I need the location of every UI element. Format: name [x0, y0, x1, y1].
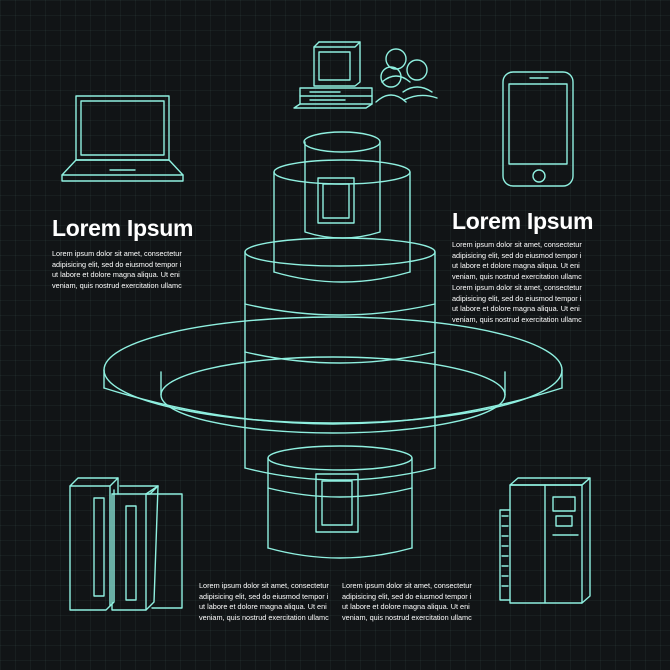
- bottom-paragraph-line: Lorem ipsum dolor sit amet, consectetur: [342, 581, 472, 590]
- bottom-paragraph-line: ut labore et dolore magna aliqua. Ut eni: [199, 602, 327, 612]
- bottom-paragraph-line: ut labore et dolore magna aliqua. Ut eni: [342, 602, 470, 612]
- bottom-paragraph-line: veniam, quis nostrud exercitation ullamc: [199, 612, 329, 622]
- left-paragraph-line: ut labore et dolore magna aliqua. Ut eni: [52, 270, 180, 280]
- right-paragraph-2: Lorem ipsum dolor sit amet, consectetur …: [452, 283, 582, 325]
- bottom-paragraph-1: Lorem ipsum dolor sit amet, consectetur …: [199, 581, 329, 623]
- left-paragraph-line: veniam, quis nostrud exercitation ullamc: [52, 280, 182, 290]
- bottom-paragraph-line: veniam, quis nostrud exercitation ullamc: [342, 612, 472, 622]
- left-paragraph-line: adipisicing elit, sed do eiusmod tempor …: [52, 259, 182, 269]
- right-heading: Lorem Ipsum: [452, 208, 594, 234]
- bottom-paragraph-line: adipisicing elit, sed do eiusmod tempor …: [342, 591, 472, 601]
- left-heading: Lorem Ipsum: [52, 215, 194, 241]
- right-paragraph-1: Lorem ipsum dolor sit amet, consectetur …: [452, 240, 582, 282]
- right-paragraph-line: veniam, quis nostrud exercitation ullamc: [452, 271, 582, 281]
- smartphone-icon: [502, 71, 574, 187]
- network-hub-diagram: [103, 131, 563, 559]
- right-paragraph-line: veniam, quis nostrud exercitation ullamc: [452, 314, 582, 324]
- bottom-paragraph-2: Lorem ipsum dolor sit amet, consectetur …: [342, 581, 472, 623]
- laptop-icon: [61, 95, 184, 182]
- desktop-computer-icon: [293, 41, 373, 109]
- bottom-paragraph-line: Lorem ipsum dolor sit amet, consectetur: [199, 581, 329, 590]
- server-tower-icon: [69, 477, 183, 611]
- right-paragraph-line: ut labore et dolore magna aliqua. Ut eni: [452, 261, 580, 271]
- right-paragraph-line: adipisicing elit, sed do eiusmod tempor …: [452, 293, 582, 303]
- right-paragraph-line: ut labore et dolore magna aliqua. Ut eni: [452, 304, 580, 314]
- left-paragraph: Lorem ipsum dolor sit amet, consectetur …: [52, 249, 182, 291]
- right-paragraph-line: Lorem ipsum dolor sit amet, consectetur: [452, 240, 582, 249]
- users-group-icon: [375, 48, 438, 103]
- bottom-paragraph-line: adipisicing elit, sed do eiusmod tempor …: [199, 591, 329, 601]
- left-paragraph-line: Lorem ipsum dolor sit amet, consectetur: [52, 249, 182, 258]
- server-rack-icon: [499, 477, 591, 604]
- right-paragraph-line: Lorem ipsum dolor sit amet, consectetur: [452, 283, 582, 292]
- right-paragraph-line: adipisicing elit, sed do eiusmod tempor …: [452, 250, 582, 260]
